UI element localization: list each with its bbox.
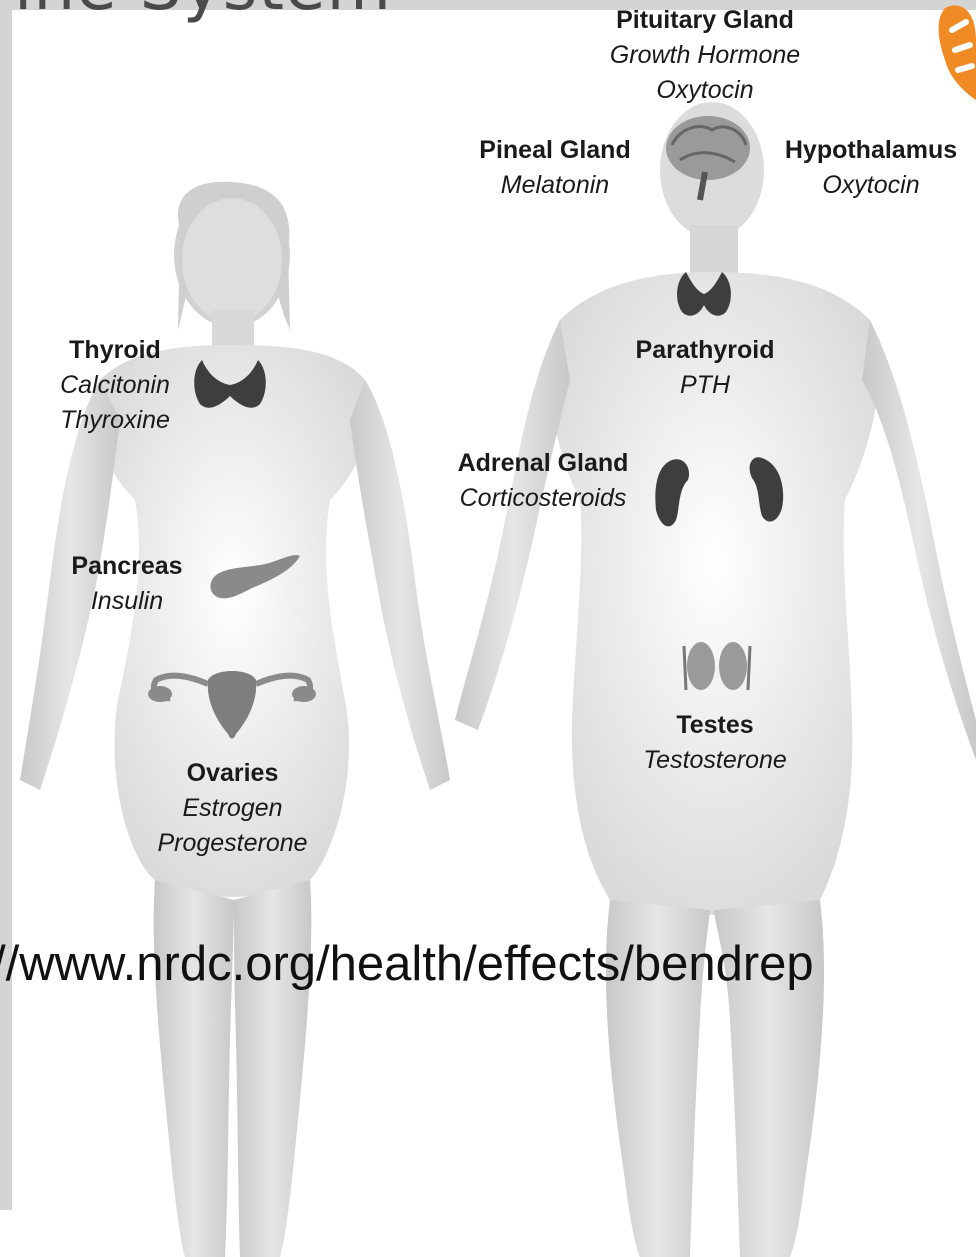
gland-label-thyroid: Thyroid Calcitonin Thyroxine [40, 333, 190, 438]
gland-name: Adrenal Gland [438, 446, 648, 481]
hormone-name: Estrogen [135, 791, 330, 826]
hormone-name: Insulin [52, 584, 202, 619]
gland-label-pineal: Pineal Gland Melatonin [455, 133, 655, 203]
gland-name: Testes [620, 708, 810, 743]
hormone-name: Corticosteroids [438, 481, 648, 516]
hormone-name: Oxytocin [585, 73, 825, 108]
hormone-name: Oxytocin [766, 168, 976, 203]
gland-label-testes: Testes Testosterone [620, 708, 810, 778]
gland-label-ovaries: Ovaries Estrogen Progesterone [135, 756, 330, 861]
gland-name: Parathyroid [610, 333, 800, 368]
gland-name: Pineal Gland [455, 133, 655, 168]
hormone-name: Calcitonin [40, 368, 190, 403]
gland-name: Thyroid [40, 333, 190, 368]
hormone-name: Progesterone [135, 826, 330, 861]
gland-label-pituitary: Pituitary Gland Growth Hormone Oxytocin [585, 3, 825, 108]
hormone-name: Melatonin [455, 168, 655, 203]
hormone-name: Growth Hormone [585, 38, 825, 73]
gland-name: Hypothalamus [766, 133, 976, 168]
gland-name: Pancreas [52, 549, 202, 584]
hormone-name: PTH [610, 368, 800, 403]
hormone-name: Testosterone [620, 743, 810, 778]
gland-label-hypothalamus: Hypothalamus Oxytocin [766, 133, 976, 203]
hormone-name: Thyroxine [40, 403, 190, 438]
gland-name: Ovaries [135, 756, 330, 791]
logo-icon [939, 5, 976, 100]
gland-label-pancreas: Pancreas Insulin [52, 549, 202, 619]
source-url-link[interactable]: //www.nrdc.org/health/effects/bendrep [0, 936, 814, 992]
gland-label-adrenal: Adrenal Gland Corticosteroids [438, 446, 648, 516]
male-body-figure [455, 102, 976, 1257]
gland-name: Pituitary Gland [585, 3, 825, 38]
gland-label-parathyroid: Parathyroid PTH [610, 333, 800, 403]
